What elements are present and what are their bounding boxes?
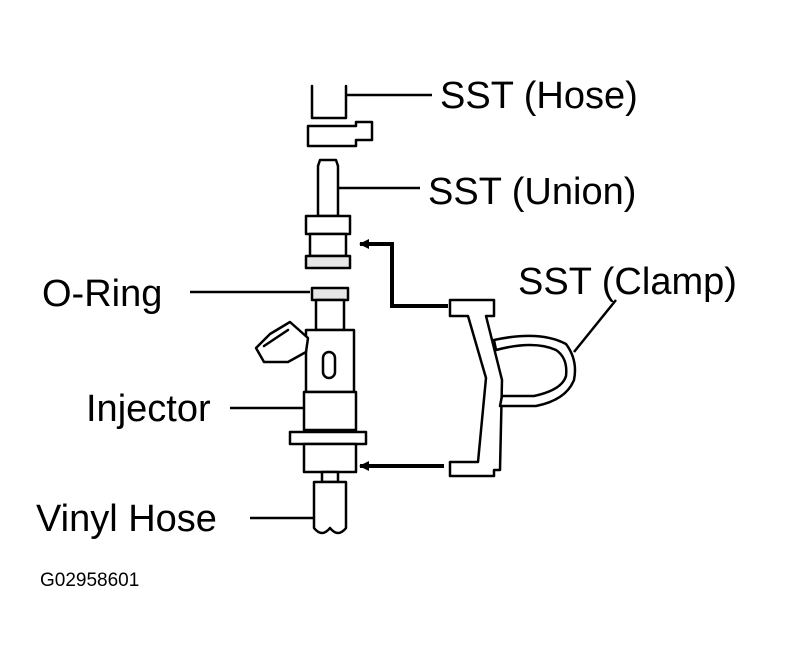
injector-label: Injector <box>86 388 211 430</box>
vinyl-hose-label: Vinyl Hose <box>36 498 217 540</box>
sst-clamp-label: SST (Clamp) <box>518 261 737 303</box>
o-ring-label: O-Ring <box>42 273 162 315</box>
sst-clamp-leader <box>573 299 617 353</box>
injector-part <box>254 286 368 484</box>
figure-code: G02958601 <box>40 570 139 591</box>
sst-hose-part <box>306 84 374 148</box>
sst-hose-label: SST (Hose) <box>440 75 638 117</box>
arrow-upper <box>359 239 448 308</box>
vinyl-hose-part <box>312 480 348 535</box>
sst-union-part <box>304 158 352 270</box>
sst-clamp-part <box>448 298 577 478</box>
sst-union-label: SST (Union) <box>428 171 636 213</box>
